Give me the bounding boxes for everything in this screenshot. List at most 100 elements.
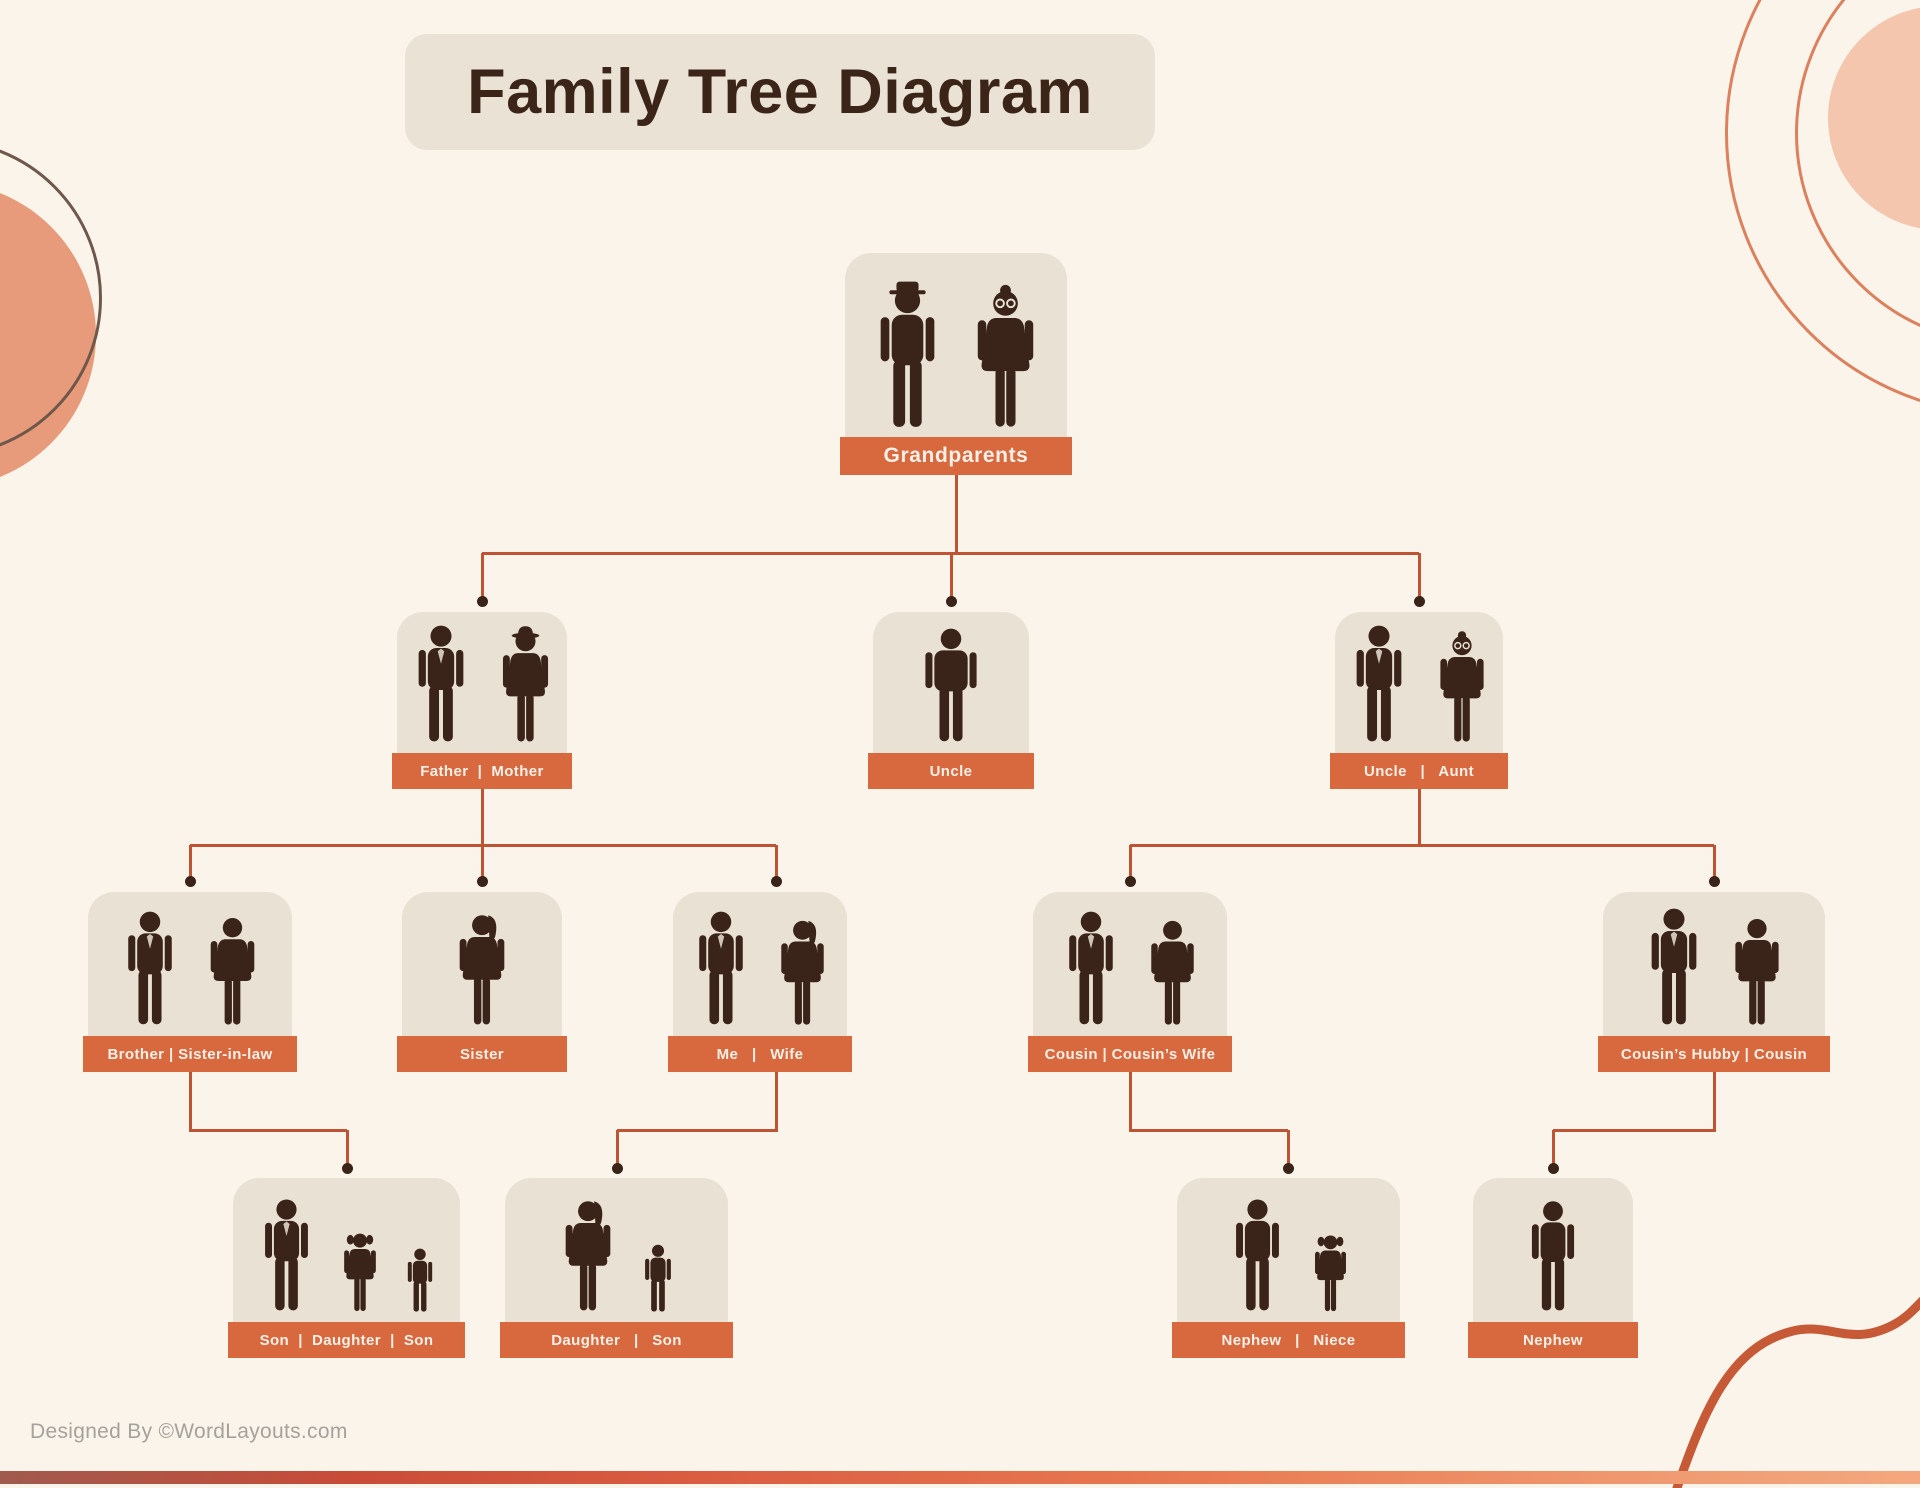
connector-dot <box>184 875 196 887</box>
connector-line <box>1128 1072 1132 1132</box>
son-boy-icon <box>644 1244 671 1312</box>
node-figures <box>505 1178 728 1322</box>
connector-line <box>1551 1130 1555 1164</box>
nephew-icon <box>1235 1199 1279 1311</box>
connector-line <box>188 845 192 877</box>
node-label: Cousin | Cousin’s Wife <box>1028 1036 1232 1072</box>
node-figures <box>1335 612 1503 753</box>
son-icon <box>265 1199 308 1311</box>
connector-line <box>190 1128 347 1132</box>
node-label: Nephew | Niece <box>1172 1322 1405 1358</box>
me-icon <box>698 911 743 1025</box>
credit-text: Designed By ©WordLayouts.com <box>30 1420 348 1443</box>
daughter-girl-icon <box>344 1233 376 1312</box>
node-son-daughter-son: Son | Daughter | Son <box>228 1178 465 1358</box>
node-label: Son | Daughter | Son <box>228 1322 465 1358</box>
grandmother-icon <box>977 284 1034 427</box>
node-label: Brother | Sister-in-law <box>83 1036 297 1072</box>
connector-line <box>954 474 958 555</box>
niece-icon <box>1314 1235 1346 1312</box>
node-figures <box>233 1178 460 1322</box>
node-brother-sister-in-law: Brother | Sister-in-law <box>83 892 297 1072</box>
connector-line <box>617 1128 776 1132</box>
node-label: Sister <box>397 1036 567 1072</box>
node-figures <box>1473 1178 1633 1322</box>
node-figures <box>845 253 1067 439</box>
node-figures <box>402 892 562 1036</box>
node-sister: Sister <box>397 892 567 1072</box>
connector-line <box>1128 845 1132 877</box>
connector-line <box>1553 1128 1714 1132</box>
node-label: Cousin’s Hubby | Cousin <box>1598 1036 1830 1072</box>
node-figures <box>1177 1178 1400 1322</box>
connector-dot <box>770 875 782 887</box>
decor-wave-line-icon <box>1672 1296 1920 1488</box>
uncle-icon <box>925 628 977 742</box>
node-daughter-son: Daughter | Son <box>500 1178 733 1358</box>
uncle-suit-icon <box>1356 625 1402 742</box>
connector-dot <box>1708 875 1720 887</box>
sister-in-law-icon <box>210 918 254 1025</box>
title-box: Family Tree Diagram <box>405 34 1155 150</box>
node-label: Father | Mother <box>392 753 572 789</box>
connector-line <box>1417 789 1421 847</box>
bottom-gradient-bar <box>0 1471 1920 1484</box>
son-boy-icon <box>407 1248 433 1312</box>
node-label: Uncle | Aunt <box>1330 753 1508 789</box>
node-uncle: Uncle <box>868 612 1034 789</box>
decor-ring-left <box>0 139 102 457</box>
connector-line <box>345 1130 349 1164</box>
cousins-wife-icon <box>1150 920 1194 1025</box>
aunt-icon <box>1440 631 1484 742</box>
connector-line <box>188 1072 192 1132</box>
connector-line <box>1712 845 1716 877</box>
connector-line <box>480 789 484 847</box>
connector-line <box>482 551 1419 555</box>
cousin-f-icon <box>1735 919 1779 1025</box>
connector-line <box>774 845 778 877</box>
node-father-mother: Father | Mother <box>392 612 572 789</box>
connector-dot <box>1282 1162 1294 1174</box>
connector-dot <box>476 595 488 607</box>
node-label: Daughter | Son <box>500 1322 733 1358</box>
node-cousin-cousins-wife: Cousin | Cousin’s Wife <box>1028 892 1232 1072</box>
nephew-teen-icon <box>1531 1201 1575 1311</box>
connector-dot <box>341 1162 353 1174</box>
node-uncle-aunt: Uncle | Aunt <box>1330 612 1508 789</box>
connector-line <box>949 553 953 597</box>
connector-dot <box>1547 1162 1559 1174</box>
node-label: Nephew <box>1468 1322 1638 1358</box>
connector-line <box>1130 1128 1288 1132</box>
connector-line <box>480 553 484 597</box>
node-figures <box>873 612 1029 753</box>
node-figures <box>1033 892 1227 1036</box>
node-nephew: Nephew <box>1468 1178 1638 1358</box>
page-title: Family Tree Diagram <box>467 57 1093 127</box>
node-label: Grandparents <box>840 437 1072 475</box>
node-nephew-niece: Nephew | Niece <box>1172 1178 1405 1358</box>
sister-icon <box>459 915 505 1025</box>
connector-line <box>615 1130 619 1164</box>
node-grandparents: Grandparents <box>840 253 1072 475</box>
node-label: Uncle <box>868 753 1034 789</box>
connector-line <box>1286 1130 1290 1164</box>
connector-dot <box>945 595 957 607</box>
connector-dot <box>1124 875 1136 887</box>
node-figures <box>673 892 847 1036</box>
connector-dot <box>611 1162 623 1174</box>
node-figures <box>1603 892 1825 1036</box>
connector-dot <box>1413 595 1425 607</box>
connector-line <box>774 1072 778 1132</box>
node-label: Me | Wife <box>668 1036 852 1072</box>
cousin-icon <box>1068 911 1113 1025</box>
node-figures <box>88 892 292 1036</box>
cousins-hubby-icon <box>1651 908 1697 1025</box>
grandfather-icon <box>880 281 935 427</box>
mother-icon <box>502 626 548 742</box>
brother-icon <box>127 911 172 1025</box>
connector-line <box>1130 843 1714 847</box>
node-me-wife: Me | Wife <box>668 892 852 1072</box>
father-icon <box>418 625 463 742</box>
daughter-icon <box>565 1201 610 1311</box>
